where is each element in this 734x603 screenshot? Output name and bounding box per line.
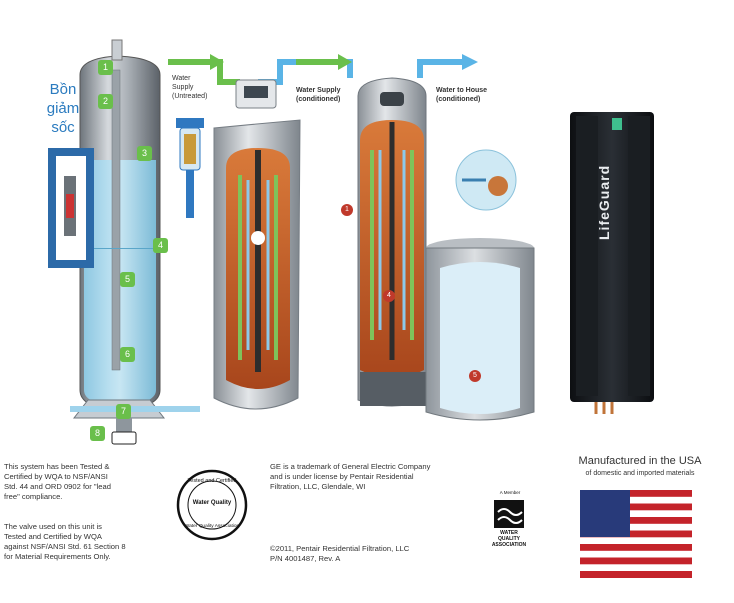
tank-title-line-3: sốc <box>51 119 75 136</box>
softener-badge-4: 4 <box>383 290 395 302</box>
pressure-tank-title: Bồn giảm sốc <box>33 80 93 137</box>
flow-label-supply-conditioned: Water Supply (conditioned) <box>296 87 341 103</box>
valve-certification-text: The valve used on this unit is Tested an… <box>4 522 126 561</box>
tank-badge-7: 7 <box>116 404 131 419</box>
tank-badge-1: 1 <box>98 60 113 75</box>
softener-tank-cutaway <box>213 79 301 410</box>
flow-arrow-conditioned <box>258 54 353 85</box>
sediment-prefilter <box>176 118 204 218</box>
tank-badge-6: 6 <box>120 347 135 362</box>
seal-top-text: Tested and Certified <box>187 478 237 484</box>
softener-tank-main <box>357 77 427 407</box>
wqa-member-top: A Member <box>499 490 521 495</box>
softener-badge-1: 1 <box>341 204 353 216</box>
flow-label-untreated: Water Supply (Untreated) <box>172 75 208 100</box>
flow-arrow-to-house <box>417 54 478 78</box>
manufactured-subtitle: of domestic and imported materials <box>585 470 695 477</box>
softener-badge-5: 5 <box>469 370 481 382</box>
brine-tank <box>425 238 535 421</box>
lifeguard-filter <box>570 112 654 414</box>
flow-label-to-house: Water to House (conditioned) <box>436 87 488 103</box>
manufactured-title: Manufactured in the USA <box>578 455 702 467</box>
ion-exchange-bubble <box>455 149 517 211</box>
tank-badge-4: 4 <box>153 238 168 253</box>
nsf-certification-text: This system has been Tested & Certified … <box>4 462 111 501</box>
us-flag <box>580 490 692 578</box>
tank-badge-3: 3 <box>137 146 152 161</box>
tank-title-line-1: Bồn <box>49 81 77 98</box>
wqa-member-logo <box>494 500 524 528</box>
flow-arrow-supply <box>168 54 240 85</box>
tank-badge-5: 5 <box>120 272 135 287</box>
seal-bottom-text: Water Quality Association <box>184 524 240 529</box>
seal-middle-text: Water Quality <box>192 500 232 506</box>
ge-trademark-text: GE is a trademark of General Electric Co… <box>270 462 431 491</box>
pressure-switch-panel <box>48 148 94 268</box>
lifeguard-label: LifeGuard <box>596 164 612 240</box>
tank-badge-2: 2 <box>98 94 113 109</box>
tank-badge-8: 8 <box>90 426 105 441</box>
wqa-member-bottom: WATER QUALITY ASSOCIATION <box>491 530 527 548</box>
copyright-text: ©2011, Pentair Residential Filtration, L… <box>270 544 410 563</box>
wqa-seal <box>176 469 248 541</box>
tank-title-line-2: giảm <box>46 100 80 117</box>
